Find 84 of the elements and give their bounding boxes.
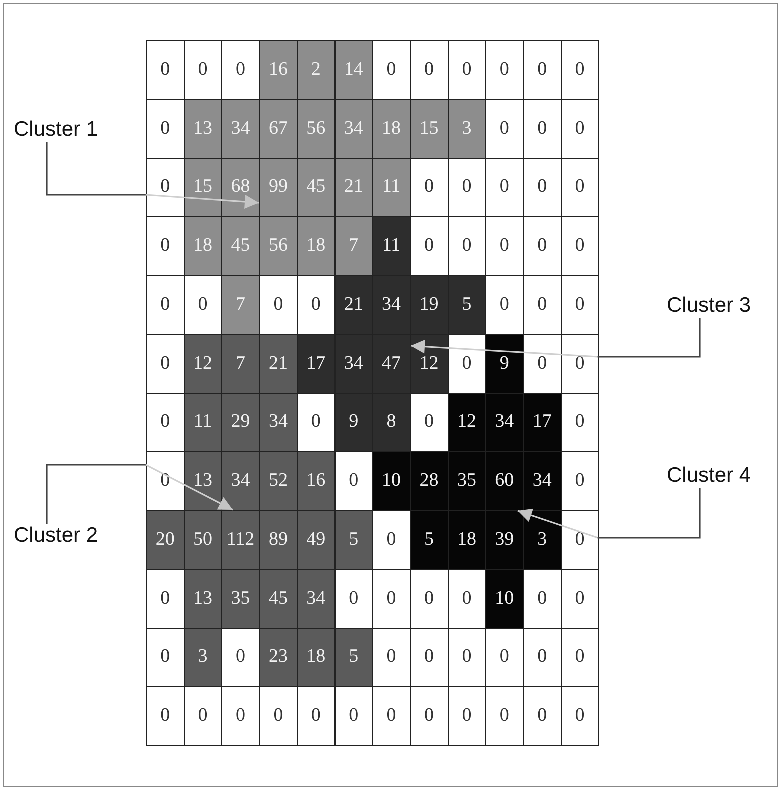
grid-value: 34 — [334, 334, 374, 394]
cluster-label: Cluster 3 — [667, 294, 752, 318]
grid-value: 34 — [523, 451, 562, 511]
grid-value: 12 — [410, 334, 449, 394]
grid-value: 56 — [259, 216, 298, 276]
grid-value: 49 — [296, 510, 336, 570]
grid-value: 17 — [296, 334, 336, 394]
grid-value: 60 — [485, 451, 524, 511]
grid-value: 7 — [221, 334, 260, 394]
grid-value: 45 — [259, 568, 298, 628]
grid-value: 18 — [448, 510, 486, 570]
grid-value: 89 — [259, 510, 298, 570]
grid-value: 45 — [296, 158, 336, 218]
grid-value: 21 — [334, 275, 374, 335]
grid-value: 18 — [184, 216, 222, 276]
grid-value: 34 — [221, 451, 260, 511]
grid-value: 34 — [334, 98, 374, 158]
grid-value: 0 — [146, 686, 185, 746]
grid-value: 34 — [372, 275, 411, 335]
grid-value: 0 — [334, 686, 374, 746]
grid-value: 16 — [296, 451, 336, 511]
leader-line — [46, 142, 260, 209]
grid-value: 21 — [334, 158, 374, 218]
grid-value: 99 — [259, 158, 298, 218]
grid-value: 9 — [485, 334, 524, 394]
grid-value: 21 — [259, 334, 298, 394]
grid-value: 39 — [485, 510, 524, 570]
grid-value: 13 — [184, 451, 222, 511]
grid-value: 14 — [334, 40, 374, 100]
grid-value: 35 — [448, 451, 486, 511]
grid-value: 29 — [221, 392, 260, 452]
grid-value: 10 — [372, 451, 411, 511]
grid-value: 35 — [221, 568, 260, 628]
grid-value: 11 — [184, 392, 222, 452]
grid-value: 3 — [523, 510, 562, 570]
grid-value: 18 — [372, 98, 411, 158]
cluster-label: Cluster 2 — [14, 524, 98, 548]
cluster-label: Cluster 1 — [14, 118, 98, 142]
grid-value: 7 — [334, 216, 374, 276]
grid-value: 9 — [334, 392, 374, 452]
grid-value: 3 — [184, 628, 222, 688]
cluster-label: Cluster 4 — [667, 464, 752, 488]
grid-value: 7 — [221, 275, 260, 335]
grid-value: 34 — [259, 392, 298, 452]
grid-value: 10 — [485, 568, 524, 628]
grid-value: 34 — [296, 568, 336, 628]
grid-value: 11 — [372, 158, 411, 218]
grid-value: 56 — [296, 98, 336, 158]
grid-value: 19 — [410, 275, 449, 335]
grid-value: 8 — [372, 392, 411, 452]
grid-value: 20 — [146, 510, 185, 570]
grid-value: 0 — [560, 686, 600, 746]
grid-value: 0 — [146, 40, 185, 100]
grid-value: 18 — [296, 216, 336, 276]
leader-line — [410, 318, 701, 358]
grid-value: 17 — [523, 392, 562, 452]
grid-value: 47 — [372, 334, 411, 394]
grid-value: 50 — [184, 510, 222, 570]
grid-value: 45 — [221, 216, 260, 276]
leader-line — [46, 464, 234, 524]
grid-value: 52 — [259, 451, 298, 511]
grid-value: 18 — [296, 628, 336, 688]
grid-value: 34 — [221, 98, 260, 158]
grid-value: 5 — [448, 275, 486, 335]
grid-value: 0 — [296, 686, 336, 746]
grid-value: 67 — [259, 98, 298, 158]
grid-value: 0 — [560, 40, 600, 100]
grid-value: 13 — [184, 98, 222, 158]
grid-value: 12 — [448, 392, 486, 452]
grid-value: 112 — [221, 510, 260, 570]
grid-value: 23 — [259, 628, 298, 688]
grid-value: 15 — [410, 98, 449, 158]
grid-value: 3 — [448, 98, 486, 158]
leader-line — [518, 488, 701, 539]
grid-value: 5 — [410, 510, 449, 570]
grid-value: 34 — [485, 392, 524, 452]
grid-value: 5 — [334, 628, 374, 688]
grid-value: 12 — [184, 334, 222, 394]
grid-value: 13 — [184, 568, 222, 628]
grid-value: 28 — [410, 451, 449, 511]
grid-value: 11 — [372, 216, 411, 276]
grid-value: 2 — [296, 40, 336, 100]
grid-value: 5 — [334, 510, 374, 570]
grid-value: 16 — [259, 40, 298, 100]
